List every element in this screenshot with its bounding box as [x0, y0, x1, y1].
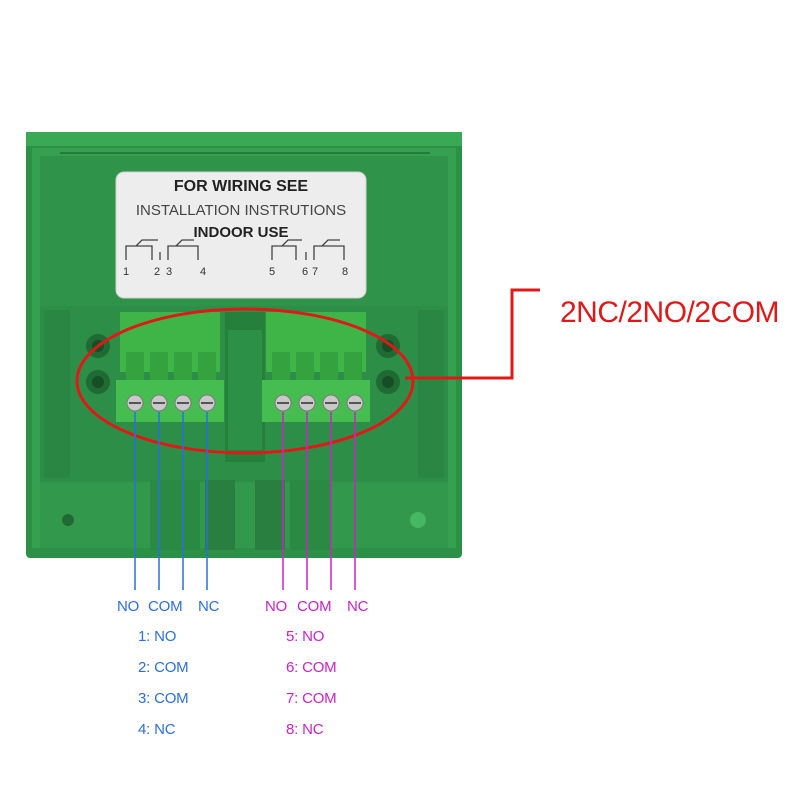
- contact-type-callout: 2NC/2NO/2COM: [560, 296, 780, 329]
- terminal-number: 5: [269, 266, 275, 278]
- terminal-number: 6: [302, 266, 308, 278]
- highlight-ellipse: [75, 307, 415, 455]
- terminal-number: 3: [166, 266, 172, 278]
- sticker-title: FOR WIRING SEE: [173, 178, 309, 195]
- right-header-com: COM: [297, 598, 332, 615]
- callout-leader-line: [405, 288, 540, 380]
- wiring-label-sticker: [115, 171, 367, 299]
- left-legend-item: 1: NO: [138, 628, 177, 645]
- right-legend-item: 7: COM: [286, 690, 337, 707]
- terminal-block-left: [116, 312, 224, 422]
- right-header-no: NO: [265, 598, 288, 615]
- left-wire-lines: [134, 412, 208, 590]
- terminal-number: 2: [154, 266, 160, 278]
- right-header-nc: NC: [347, 598, 369, 615]
- right-wire-lines: [282, 412, 356, 590]
- right-legend-item: 6: COM: [286, 659, 337, 676]
- left-header-nc: NC: [198, 598, 220, 615]
- left-header-no: NO: [117, 598, 140, 615]
- sticker-indoor-use: INDOOR USE: [193, 224, 289, 241]
- sticker-instructions: INSTALLATION INSTRUTIONS: [135, 202, 347, 219]
- left-legend-item: 2: COM: [138, 659, 189, 676]
- terminal-number: 7: [312, 266, 318, 278]
- left-legend-item: 4: NC: [138, 721, 176, 738]
- right-legend-item: 5: NO: [286, 628, 325, 645]
- terminal-number: 4: [200, 266, 206, 278]
- terminal-number: 8: [342, 266, 348, 278]
- terminal-number: 1: [123, 266, 129, 278]
- right-legend-item: 8: NC: [286, 721, 324, 738]
- terminal-screws: [126, 394, 364, 412]
- left-header-com: COM: [148, 598, 183, 615]
- left-legend-item: 3: COM: [138, 690, 189, 707]
